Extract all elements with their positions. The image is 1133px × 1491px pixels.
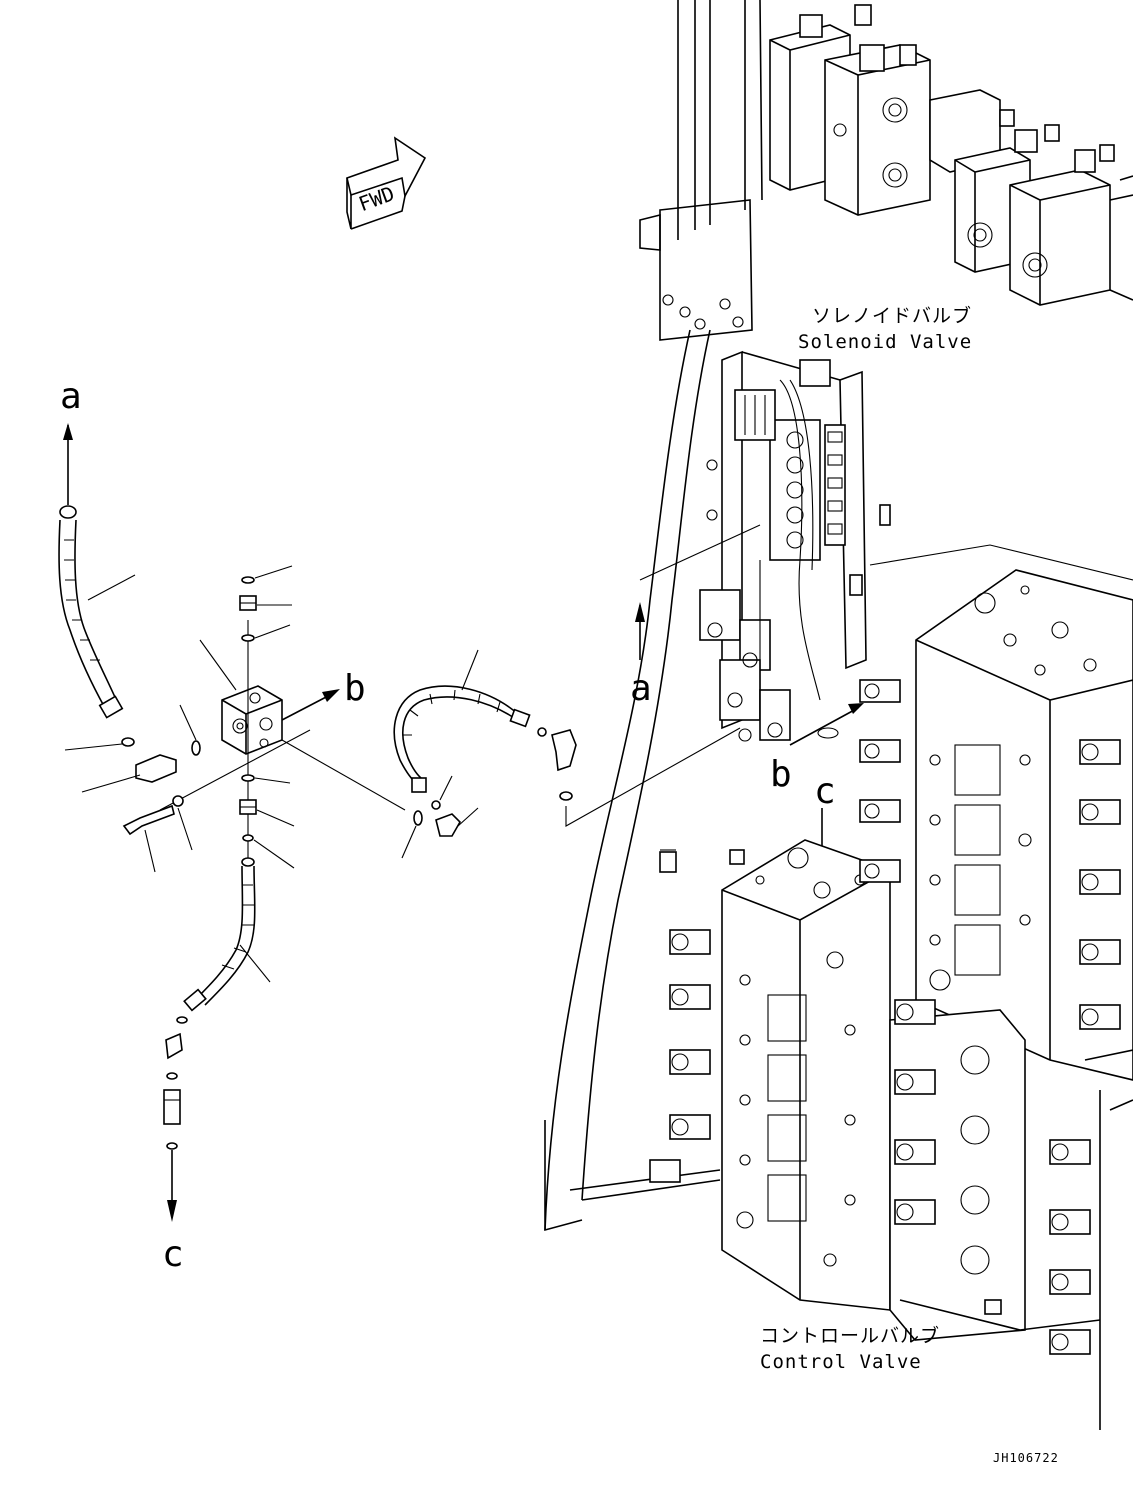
arrow-b-left xyxy=(281,689,340,721)
callout-a-right: a xyxy=(630,668,652,709)
arrow-a-right xyxy=(635,602,645,660)
control-valve-label-en: Control Valve xyxy=(760,1351,922,1373)
frame-structure xyxy=(544,0,763,1232)
hose-middle xyxy=(393,649,741,859)
solenoid-valve-label-jp: ソレノイドバルブ xyxy=(812,304,972,327)
callout-a-left: a xyxy=(60,376,82,417)
solenoid-valve-label-en: Solenoid Valve xyxy=(798,331,972,353)
callout-b-right: b xyxy=(770,754,792,795)
arrow-b-right xyxy=(789,703,864,746)
control-valve-label-jp: コントロールバルブ xyxy=(760,1324,940,1347)
callout-c-left: c xyxy=(162,1234,184,1275)
solenoid-valve-assembly xyxy=(639,350,1133,742)
control-valve-assembly xyxy=(669,569,1133,1430)
callout-b-left: b xyxy=(344,668,366,709)
hose-lower-left xyxy=(163,857,271,1222)
callout-c-right: c xyxy=(814,771,836,812)
manifold-block xyxy=(199,639,283,755)
drawing-number: JH106722 xyxy=(993,1451,1059,1465)
fittings-left xyxy=(64,704,201,873)
top-valve-bank xyxy=(769,4,1133,306)
fittings-top xyxy=(239,565,293,642)
fittings-bottom xyxy=(239,774,295,869)
fwd-arrow-icon: FWD xyxy=(346,136,427,230)
hose-upper-left xyxy=(58,423,136,719)
